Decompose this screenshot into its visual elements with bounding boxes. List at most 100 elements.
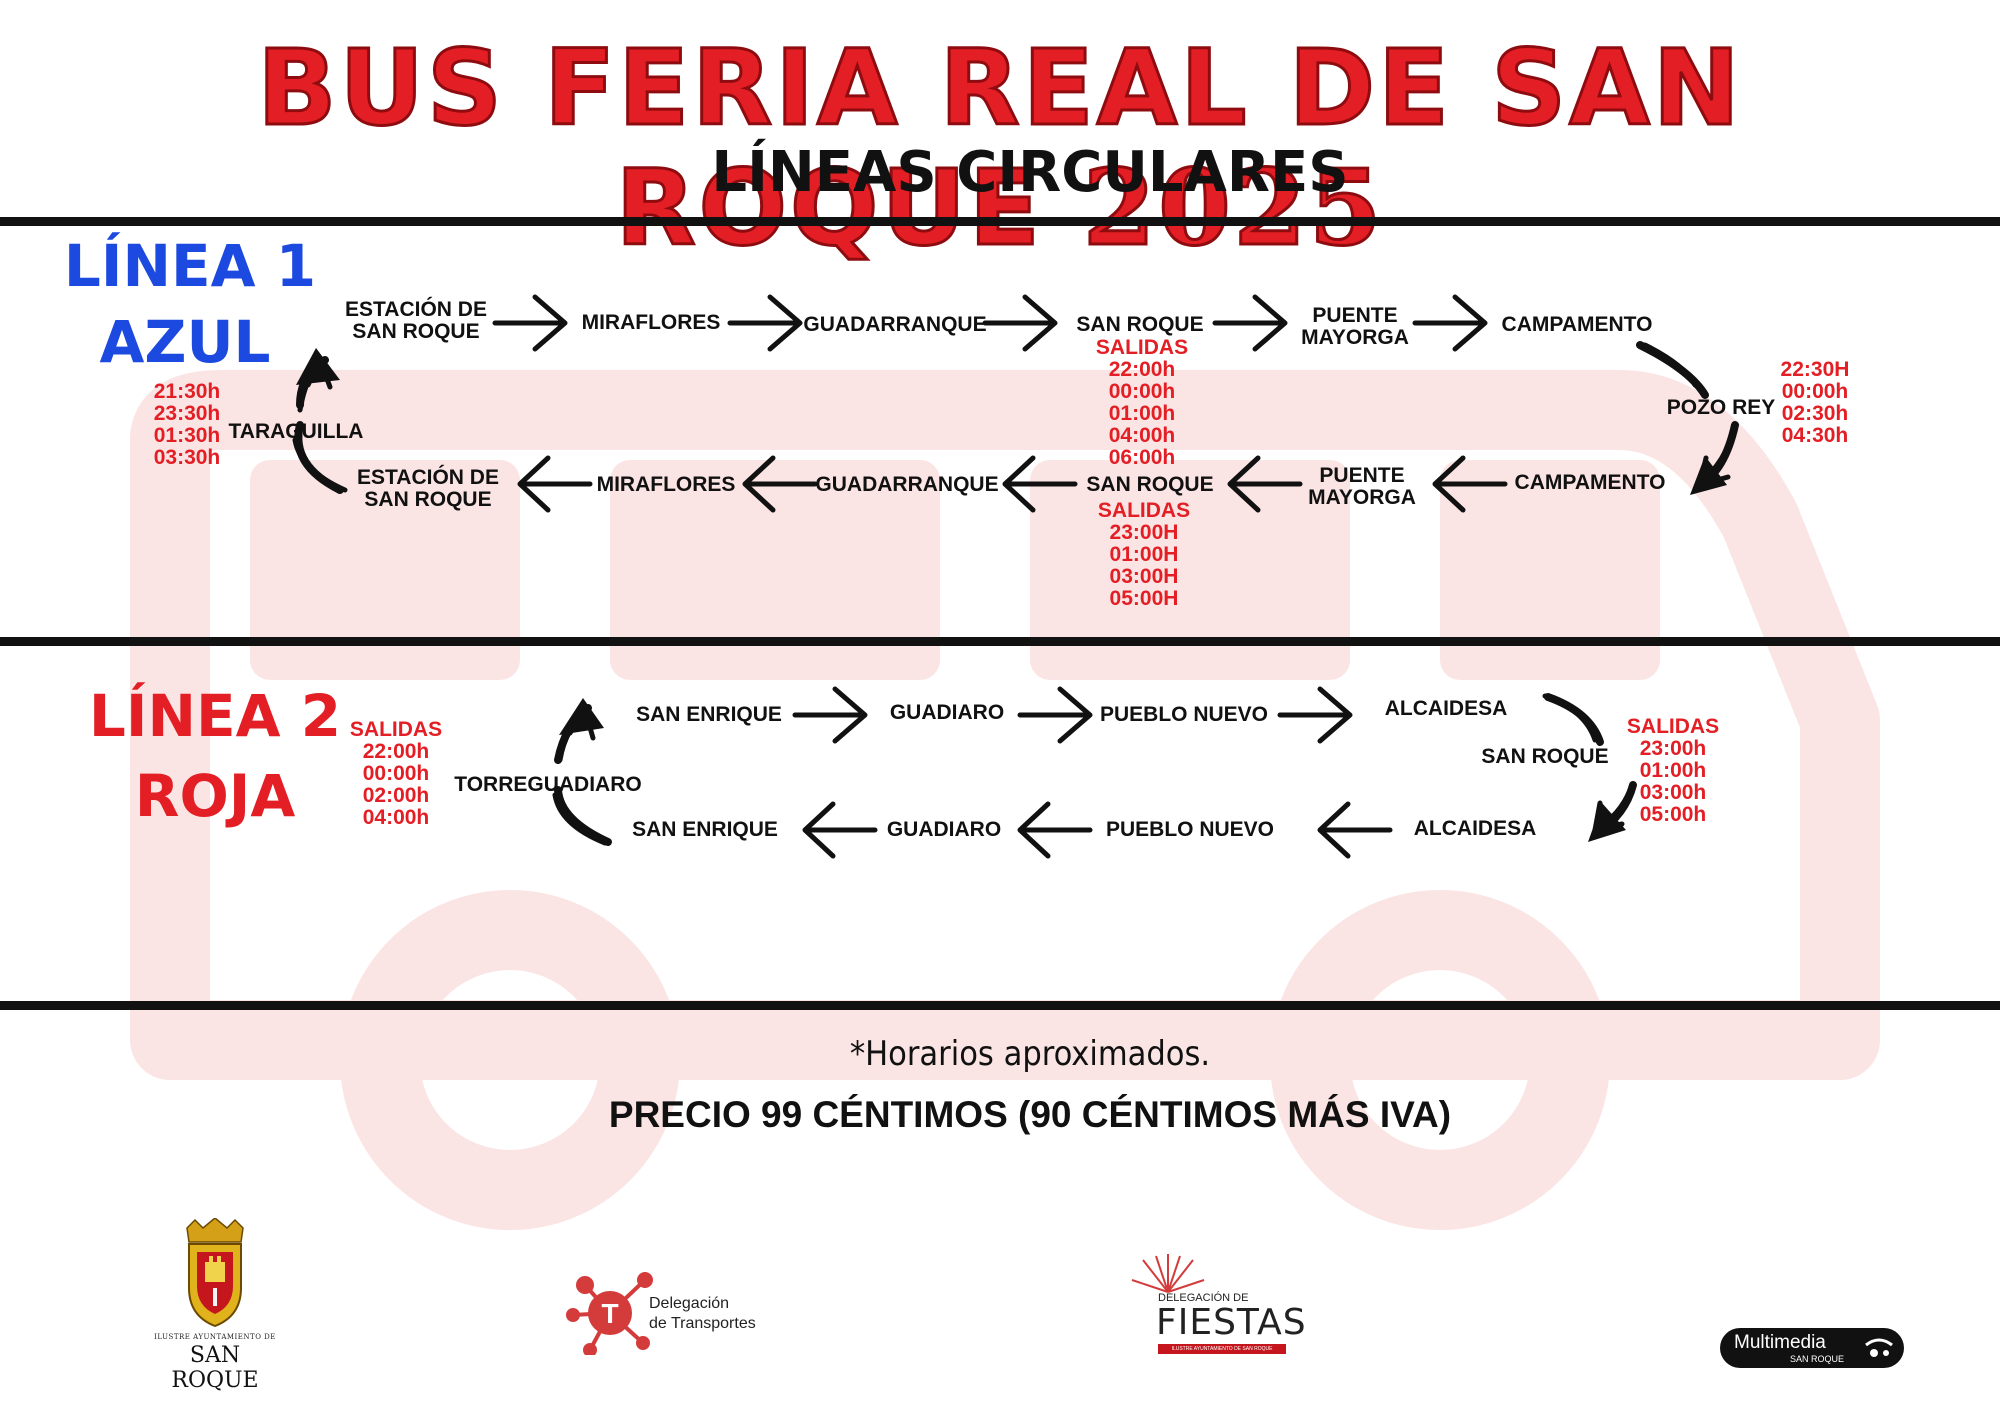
multimedia-main-text: Multimedia xyxy=(1734,1332,1826,1353)
line2-left-times: SALIDAS 22:00h 00:00h 02:00h 04:00h xyxy=(350,719,442,829)
stop-label: ESTACIÓN DE xyxy=(345,298,487,321)
title-text: BUS FERIA REAL DE SAN ROQUE xyxy=(256,27,1743,270)
transport-network-icon: T xyxy=(566,1272,653,1355)
time: 04:00h xyxy=(362,806,430,829)
line2-turn-torreguadiaro: TORREGUADIARO xyxy=(454,773,642,796)
time: 22:00h xyxy=(362,740,430,763)
times-heading: SALIDAS xyxy=(1626,715,1720,738)
stop-label: SAN ROQUE xyxy=(352,320,480,343)
time: 00:00h xyxy=(1781,380,1849,403)
footer-note: *Horarios aproximados. xyxy=(849,1034,1211,1074)
stop-label: PUENTE xyxy=(1319,464,1405,487)
line2-bottom-stop-1: SAN ENRIQUE xyxy=(632,818,778,841)
stop-label: CAMPAMENTO xyxy=(1514,471,1666,494)
times-heading: SALIDAS xyxy=(1097,499,1191,522)
fiestas-bottom-text: ILUSTRE AYUNTAMIENTO DE SAN ROQUE xyxy=(1158,1344,1286,1354)
transport-letter: T xyxy=(601,1298,618,1329)
line2-title: LÍNEA 2 xyxy=(88,682,342,750)
time: 21:30h xyxy=(153,380,221,403)
stop-label: CAMPAMENTO xyxy=(1501,313,1653,336)
time: 03:30h xyxy=(153,446,221,469)
line1-bottom-stop-3: GUADARRANQUE xyxy=(815,474,998,496)
line1-bottom-stop-6: CAMPAMENTO xyxy=(1515,472,1666,494)
stop-label: GUADARRANQUE xyxy=(815,473,999,496)
time: 02:30h xyxy=(1781,402,1849,425)
stop-label: MIRAFLORES xyxy=(596,473,736,496)
divider-middle xyxy=(0,637,2000,646)
time: 00:00h xyxy=(362,762,430,785)
time: 05:00h xyxy=(1639,803,1707,826)
time: 23:30h xyxy=(153,402,221,425)
line1-top-stop-5: PUENTE MAYORGA xyxy=(1301,305,1409,349)
line1-turn-taraguilla: TARAGUILLA xyxy=(228,420,364,443)
line1-bottom-arrows xyxy=(517,455,1508,513)
fiestas-small-text: DELEGACIÓN DE xyxy=(1158,1292,1249,1304)
time: 01:30h xyxy=(153,424,221,447)
time: 00:00h xyxy=(1108,380,1176,403)
transportes-text-1: Delegación xyxy=(649,1295,730,1312)
line1-subtitle: AZUL xyxy=(99,308,271,376)
line2-turn-san-roque: SAN ROQUE xyxy=(1481,745,1609,768)
line1-bottom-stop-2: MIRAFLORES xyxy=(597,474,736,496)
time: 04:00h xyxy=(1108,424,1176,447)
time: 23:00h xyxy=(1639,737,1707,760)
stop-label: SAN ROQUE xyxy=(1076,313,1204,336)
logo-fiestas: DELEGACIÓN DE FIESTAS ILUSTRE AYUNTAMIEN… xyxy=(1118,1252,1306,1362)
line1-san-roque-top-times: SALIDAS 22:00h 00:00h 01:00h 04:00h 06:0… xyxy=(1096,337,1188,469)
line2-top-stop-3: PUEBLO NUEVO xyxy=(1099,703,1269,726)
line1-bottom-stop-5: PUENTE MAYORGA xyxy=(1308,465,1416,509)
line2-bottom-stop-2: GUADIARO xyxy=(886,818,1002,841)
time: 02:00h xyxy=(362,784,430,807)
stop-label: GUADARRANQUE xyxy=(803,313,987,336)
line2-top-stop-2: GUADIARO xyxy=(889,701,1005,724)
line2-bottom-arrows xyxy=(802,801,1393,859)
line1-top-stop-2: MIRAFLORES xyxy=(582,312,721,334)
page-subtitle: LÍNEAS CIRCULARES xyxy=(711,140,1349,205)
line2-top-stop-1: SAN ENRIQUE xyxy=(636,703,782,726)
stop-label: SAN ROQUE xyxy=(364,488,492,511)
logo-multimedia: Multimedia SAN ROQUE xyxy=(1720,1328,1904,1368)
divider-bottom xyxy=(0,1001,2000,1010)
line2-bottom-stop-3: PUEBLO NUEVO xyxy=(1105,818,1275,841)
line1-taraguilla-times: 21:30h 23:30h 01:30h 03:30h xyxy=(154,381,221,469)
title-year: 2025 xyxy=(1081,146,1385,269)
time: 06:00h xyxy=(1108,446,1176,469)
time: 23:00H xyxy=(1109,521,1179,544)
times-heading: SALIDAS xyxy=(1095,336,1189,359)
line2-bottom-stop-4: ALCAIDESA xyxy=(1413,817,1537,840)
time: 03:00h xyxy=(1639,781,1707,804)
stop-label: MAYORGA xyxy=(1308,486,1416,509)
time: 01:00H xyxy=(1109,543,1179,566)
multimedia-sub-text: SAN ROQUE xyxy=(1790,1354,1845,1364)
firework-icon xyxy=(1131,1254,1205,1293)
line1-turn-pozo-rey: POZO REY xyxy=(1666,396,1776,419)
stop-label: MIRAFLORES xyxy=(581,311,721,334)
time: 22:30H xyxy=(1780,358,1850,381)
line1-pozo-rey-times: 22:30H 00:00h 02:30h 04:30h xyxy=(1781,359,1850,447)
multimedia-symbol-icon xyxy=(1865,1338,1893,1357)
logo-ayuntamiento: ILUSTRE AYUNTAMIENTO DE SAN ROQUE xyxy=(150,1217,280,1393)
line1-top-stop-3: GUADARRANQUE xyxy=(803,314,986,336)
stop-label: MAYORGA xyxy=(1301,326,1409,349)
stop-label: PUENTE xyxy=(1312,304,1398,327)
times-heading: SALIDAS xyxy=(349,718,443,741)
stop-label: ESTACIÓN DE xyxy=(357,466,499,489)
line2-subtitle: ROJA xyxy=(134,762,296,830)
transportes-text-2: de Transportes xyxy=(649,1315,756,1332)
fiestas-big-text: FIESTAS xyxy=(1156,1302,1307,1343)
ayuntamiento-big-text: SAN ROQUE xyxy=(171,1343,259,1393)
time: 01:00h xyxy=(1639,759,1707,782)
line1-bottom-stop-4: SAN ROQUE xyxy=(1086,474,1213,496)
line1-top-arrows xyxy=(492,294,1488,352)
time: 22:00h xyxy=(1108,358,1176,381)
logo-transportes: T Delegación de Transportes xyxy=(565,1265,765,1355)
line1-bottom-stop-1: ESTACIÓN DE SAN ROQUE xyxy=(357,467,499,511)
line1-top-stop-6: CAMPAMENTO xyxy=(1502,314,1653,336)
coat-of-arms-icon xyxy=(186,1217,244,1328)
line2-right-times: SALIDAS 23:00h 01:00h 03:00h 05:00h xyxy=(1627,716,1719,826)
time: 04:30h xyxy=(1781,424,1849,447)
line2-top-stop-4: ALCAIDESA xyxy=(1384,697,1508,720)
